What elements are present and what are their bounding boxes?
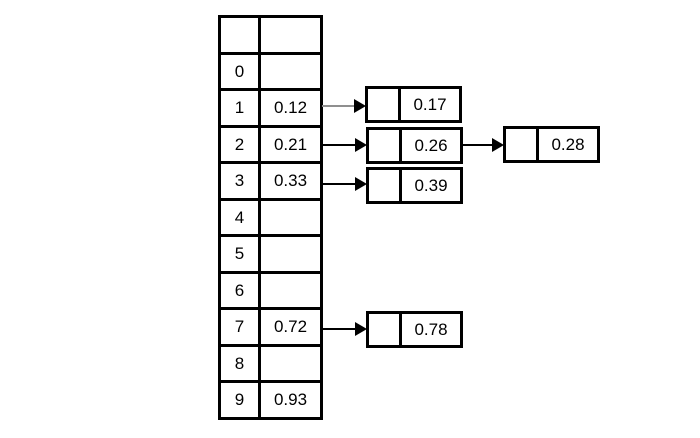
bucket-3-value-cell: 0.33 [261, 164, 320, 198]
bucket-4-value-cell [261, 200, 320, 234]
bucket-6-index-cell: 6 [221, 273, 258, 307]
bucket-8-value-cell [261, 346, 320, 380]
chain-node-039: 0.39 [366, 167, 463, 204]
bucket-2-value-cell: 0.21 [261, 127, 320, 161]
node-017-value-cell: 0.17 [401, 89, 459, 120]
bucket-9-value-cell: 0.93 [261, 383, 320, 417]
arrow-line [322, 183, 359, 185]
bucket-7-index-cell: 7 [221, 310, 258, 344]
chain-node-028: 0.28 [503, 126, 600, 163]
bucket-9-index-cell: 9 [221, 383, 258, 417]
arrow-line [463, 144, 496, 146]
bucket-6-value-cell [261, 273, 320, 307]
node-078-pointer-cell [369, 314, 399, 345]
arrow-line [322, 328, 359, 330]
bucket-8-index-cell: 8 [221, 346, 258, 380]
bucket-2-index-cell: 2 [221, 127, 258, 161]
arrowhead-icon [355, 177, 367, 191]
arrow-bucket1-to-node017 [322, 99, 366, 113]
arrowhead-icon [492, 138, 504, 152]
bucket-4-index-cell: 4 [221, 200, 258, 234]
node-039-pointer-cell [369, 170, 399, 201]
bucket-3-index-cell: 3 [221, 164, 258, 198]
arrow-node026-to-node028 [463, 138, 504, 152]
arrowhead-icon [355, 138, 367, 152]
node-017-pointer-cell [368, 89, 398, 120]
arrow-line [322, 105, 358, 107]
chain-node-078: 0.78 [366, 311, 463, 348]
arrow-bucket7-to-node078 [322, 322, 367, 336]
arrow-line [322, 144, 359, 146]
node-028-value-cell: 0.28 [539, 129, 597, 160]
bucket-5-index-cell: 5 [221, 237, 258, 271]
bucket-0-index-cell: 0 [221, 54, 258, 88]
hash-table: 0 1 0.12 2 0.21 3 0.33 4 5 6 7 0.72 8 9 … [218, 15, 323, 420]
arrowhead-icon [354, 99, 366, 113]
header-value-cell [261, 18, 320, 52]
node-028-pointer-cell [506, 129, 536, 160]
bucket-5-value-cell [261, 237, 320, 271]
arrow-bucket2-to-node026 [322, 138, 367, 152]
bucket-1-value-cell: 0.12 [261, 91, 320, 125]
chain-node-026: 0.26 [366, 127, 463, 164]
node-039-value-cell: 0.39 [402, 170, 460, 201]
bucket-0-value-cell [261, 54, 320, 88]
node-026-value-cell: 0.26 [402, 130, 460, 161]
arrowhead-icon [355, 322, 367, 336]
bucket-7-value-cell: 0.72 [261, 310, 320, 344]
arrow-bucket3-to-node039 [322, 177, 367, 191]
node-026-pointer-cell [369, 130, 399, 161]
node-078-value-cell: 0.78 [402, 314, 460, 345]
chain-node-017: 0.17 [365, 86, 462, 123]
header-index-cell [221, 18, 258, 52]
bucket-1-index-cell: 1 [221, 91, 258, 125]
